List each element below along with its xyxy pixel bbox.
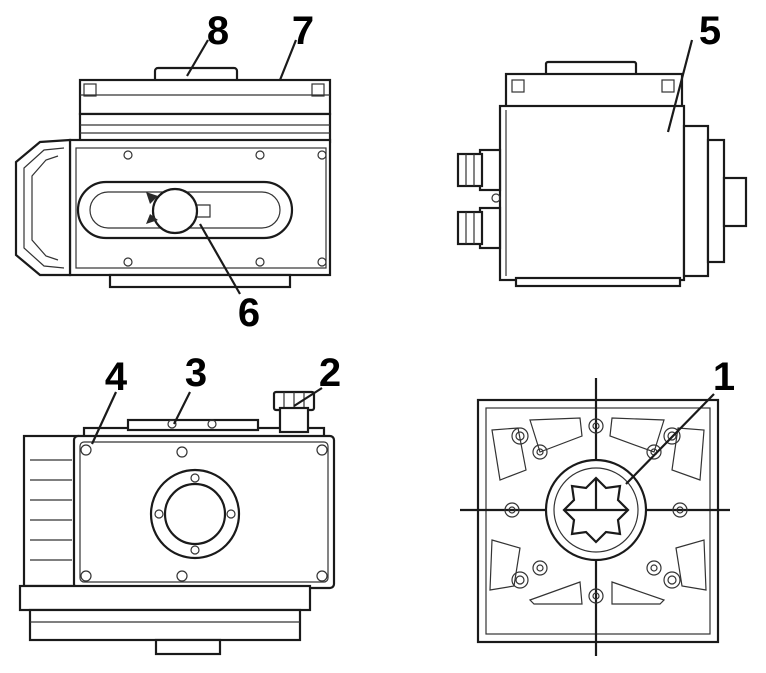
callout-2: 2 bbox=[319, 351, 341, 395]
callout-8: 8 bbox=[207, 9, 229, 53]
callout-4: 4 bbox=[105, 355, 128, 399]
callout-1: 1 bbox=[713, 355, 735, 399]
base-view bbox=[460, 378, 730, 656]
side-view bbox=[456, 39, 748, 288]
front-view bbox=[18, 387, 336, 656]
callout-5: 5 bbox=[699, 9, 721, 53]
callout-labels: 8 7 5 6 4 3 2 1 bbox=[105, 9, 735, 399]
callout-7: 7 bbox=[292, 9, 314, 53]
callout-3: 3 bbox=[185, 351, 207, 395]
top-view bbox=[14, 39, 332, 295]
callout-6: 6 bbox=[238, 291, 260, 335]
